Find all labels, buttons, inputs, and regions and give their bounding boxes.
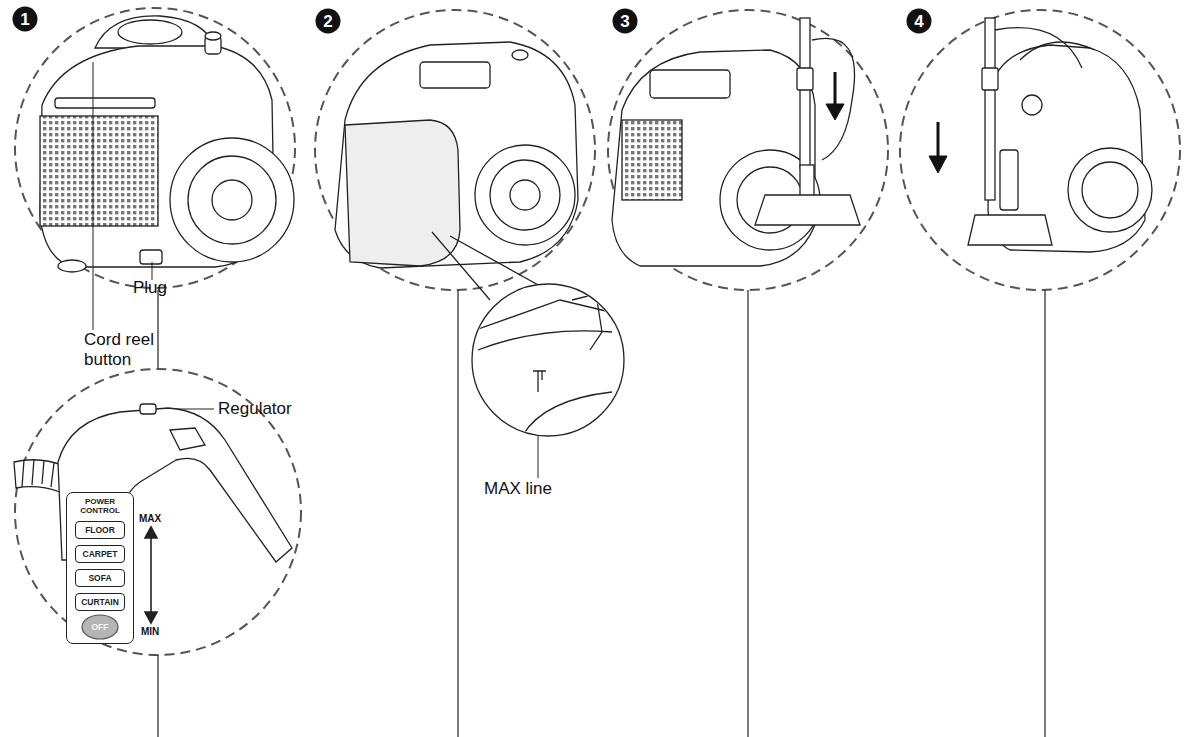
callout-number-text: 4 (914, 13, 923, 30)
part-label: Plug (133, 278, 193, 298)
button-label: SOFA (88, 573, 111, 583)
mode-button: CARPET (75, 545, 125, 563)
part-label: Cord reel button (84, 330, 164, 370)
scale-label: MIN (141, 626, 171, 638)
arrow-head (826, 104, 844, 120)
panel-heading: POWER CONTROL (67, 497, 133, 515)
arrow-head (145, 527, 157, 538)
callout-number: 3 (612, 8, 638, 34)
detail-circle (315, 10, 595, 290)
arrow-head (145, 612, 157, 623)
plug-socket (140, 250, 162, 264)
nozzle-neck (800, 165, 814, 197)
grip-opening (170, 428, 205, 450)
callout-circle (316, 9, 341, 34)
button-label: CARPET (83, 549, 118, 559)
rear-wheel (170, 138, 294, 262)
hose-handle (58, 408, 292, 562)
scale-label: MAX (139, 513, 169, 525)
cord-reel-button (512, 50, 528, 60)
magnify-line (450, 236, 540, 286)
callout-number: 1 (12, 6, 38, 32)
carry-handle (1020, 42, 1095, 60)
body-top (95, 16, 216, 48)
max-line-mark (533, 370, 546, 371)
magnifier-circle (472, 284, 624, 436)
callout-number: 2 (315, 8, 341, 34)
wheel-rim (490, 160, 560, 230)
body-slot (55, 98, 155, 108)
direction-arrow (937, 122, 940, 160)
callout-circle (907, 9, 932, 34)
hose (14, 460, 64, 492)
cord-reel-button (1022, 95, 1042, 115)
regulator-slider (140, 404, 156, 414)
connector-line (1044, 290, 1045, 737)
exhaust-grille (40, 116, 158, 226)
callout-number: 4 (906, 8, 932, 34)
part-label: MAX line (484, 479, 584, 499)
direction-arrow (834, 72, 837, 108)
mode-button: CURTAIN (75, 593, 125, 611)
wheel-rim (1082, 162, 1138, 218)
bin-latch (572, 294, 602, 350)
detail-circle (900, 10, 1180, 290)
button-label: OFF (92, 622, 109, 632)
connector-line (157, 290, 158, 368)
cord-reel-button-top (205, 32, 221, 40)
callout-circle (613, 9, 638, 34)
rear-wheel (475, 145, 575, 245)
bin-edge (520, 392, 612, 440)
button-label: FLOOR (85, 525, 115, 535)
power-control-panel: POWER CONTROL FLOOR CARPET SOFA CURTAIN OFF (66, 492, 134, 644)
front-caster (58, 260, 86, 272)
callout-number-text: 2 (323, 13, 332, 30)
detail-circle (608, 10, 888, 290)
leader-line (152, 262, 153, 280)
extension-wand (985, 18, 995, 200)
range-arrow (150, 536, 152, 614)
connector-line (457, 290, 458, 737)
wheel-hub (510, 180, 540, 210)
exhaust-grille (622, 120, 682, 200)
callout-circle (13, 7, 38, 32)
mode-button: SOFA (75, 569, 125, 587)
floor-nozzle (755, 195, 860, 225)
callout-number-text: 1 (20, 11, 29, 28)
extension-wand (800, 18, 810, 168)
detail-circle (15, 8, 295, 288)
callout-number-text: 3 (620, 13, 629, 30)
hose-ribs (22, 459, 54, 487)
parking-clip (1000, 150, 1018, 210)
max-line-mark (537, 371, 538, 392)
top-cover (650, 70, 730, 98)
wheel-rim (188, 156, 276, 244)
max-line-mark (541, 371, 542, 380)
hose (812, 38, 855, 160)
hose (995, 28, 1082, 68)
off-circle (82, 615, 118, 639)
connector-line (157, 655, 158, 737)
wand-adjuster (797, 68, 813, 90)
carry-handle (118, 20, 182, 44)
wand-adjuster (982, 68, 998, 90)
wheel-hub (212, 180, 252, 220)
arrow-head (929, 156, 947, 173)
button-label: CURTAIN (81, 597, 119, 607)
bin-edge (470, 300, 610, 332)
vacuum-body (335, 42, 578, 268)
off-button: OFF (81, 614, 119, 640)
floor-nozzle (968, 215, 1052, 245)
connector-line (747, 290, 748, 737)
mode-button: FLOOR (75, 521, 125, 539)
part-label: Regulator (218, 399, 318, 419)
top-cover (420, 62, 490, 88)
leader-line (93, 62, 94, 330)
rear-wheel (1068, 148, 1152, 232)
